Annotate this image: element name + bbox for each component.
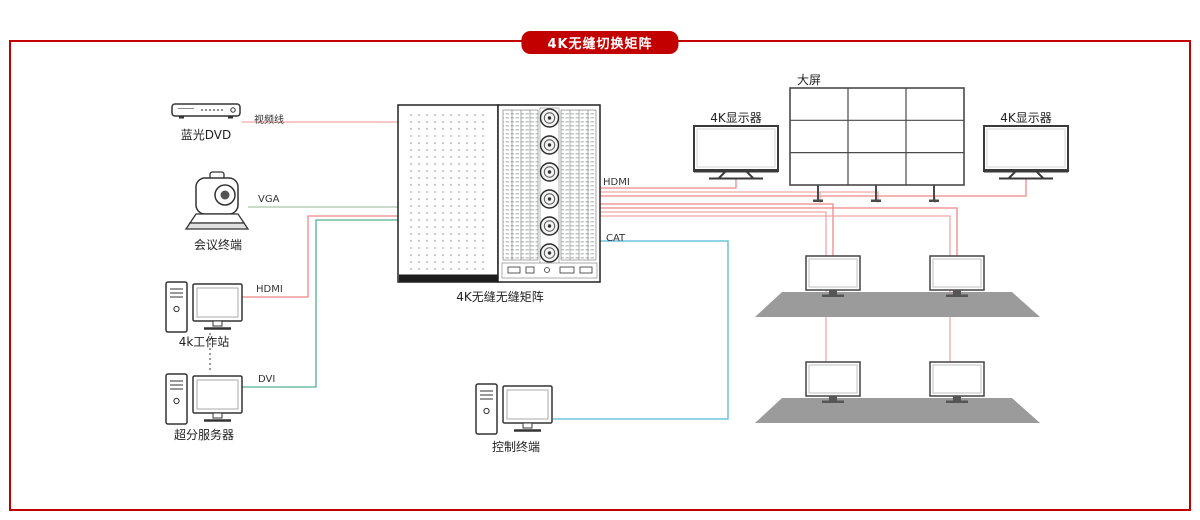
display-left-icon [693,125,779,180]
desk-monitor-icon [929,255,985,298]
server-cable-label: DVI [258,374,276,385]
desk-row-1 [755,292,1040,317]
line-dvi [242,219,398,388]
workstation-label: 4k工作站 [178,335,230,349]
line-hdmi-in [242,215,398,298]
desk-row-2 [755,398,1040,423]
line-to-desk2-mon1 [600,211,827,363]
wall-label: 大屏 [797,73,822,87]
workstation-pc-icon [164,280,244,334]
matrix-fan-column [539,108,560,263]
conference-camera-icon [184,171,250,230]
control-label: 控制终端 [491,440,540,454]
control-terminal-icon [474,382,554,436]
line-to-right-display [600,178,1027,197]
line-to-left-display [600,178,737,189]
page-title: 4K无缝切换矩阵 [521,31,679,54]
bluray-dvd-icon [171,103,241,119]
desk-monitor-icon [805,255,861,298]
line-to-wall-center [600,191,879,203]
line-to-desk1-mon1 [600,203,834,257]
workstation-cable-label: HDMI [256,284,283,295]
matrix-output-hdmi-label: HDMI [603,177,630,188]
line-to-desk2-mon2 [600,215,951,363]
line-cat-control [553,240,729,420]
bluray-label: 蓝光DVD [180,128,232,142]
display-right-icon [983,125,1069,180]
matrix-label: 4K无缝无缝矩阵 [456,290,544,304]
display-left-label: 4K显示器 [710,111,762,125]
matrix-output-cat-label: CAT [606,233,626,244]
conference-label: 会议终端 [193,238,242,252]
line-to-desk1-mon2 [600,207,958,257]
conference-cable-label: VGA [258,194,280,205]
desk-monitor-icon [929,361,985,404]
server-pc-icon [164,372,244,426]
display-right-label: 4K显示器 [1000,111,1052,125]
matrix-device-icon [397,104,601,283]
video-wall-icon [789,87,965,202]
desk-monitor-icon [805,361,861,404]
server-label: 超分服务器 [173,428,234,442]
bluray-cable-label: 视频线 [254,115,284,126]
